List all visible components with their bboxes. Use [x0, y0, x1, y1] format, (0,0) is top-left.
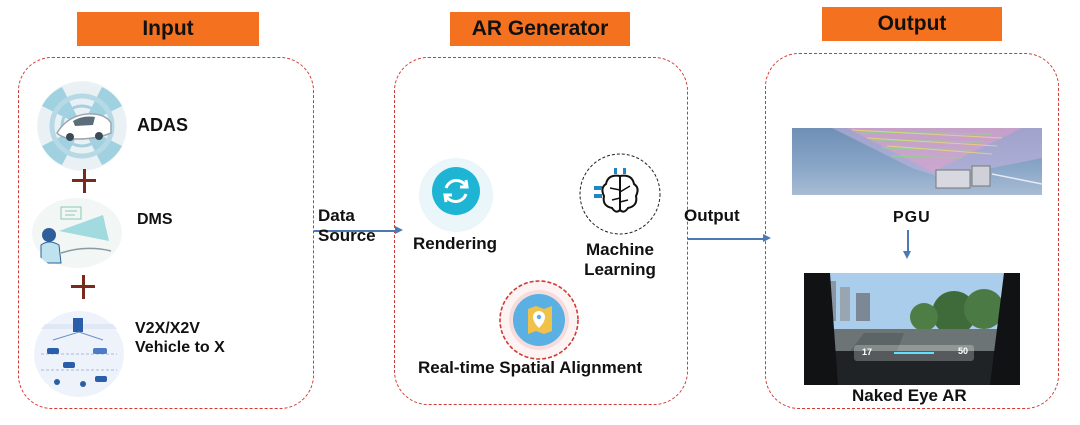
dms-label: DMS: [137, 211, 173, 228]
map-pin-icon: [498, 279, 580, 361]
input-header: Input: [77, 12, 259, 46]
pgu-down-arrow: [904, 230, 910, 259]
v2x-label-line2: Vehicle to X: [135, 339, 225, 357]
data-source-line2: Source: [318, 226, 376, 246]
naked-eye-ar-label: Naked Eye AR: [852, 386, 967, 405]
rendering-label: Rendering: [413, 234, 498, 253]
naked-eye-ar-image: 17 50: [804, 273, 1020, 385]
vehicle-network-icon: [33, 310, 125, 398]
adas-label: ADAS: [137, 115, 189, 135]
hud-speed-left: 17: [862, 347, 873, 357]
pgu-image: [792, 128, 1042, 195]
machine-learning-label: Machine Learning: [580, 240, 660, 281]
data-source-label: Data Source: [318, 206, 376, 247]
output-arrow: [688, 235, 771, 241]
output-header: Output: [822, 7, 1002, 41]
v2x-label: V2X/X2V Vehicle to X: [135, 319, 225, 357]
driver-monitoring-icon: [31, 197, 123, 269]
hud-speed-right: 50: [958, 346, 969, 356]
car-sensor-icon: [37, 81, 127, 171]
plus-sign: [72, 169, 96, 193]
plus-sign: [71, 275, 95, 299]
pgu-label: PGU: [893, 209, 931, 226]
data-source-line1: Data: [318, 206, 355, 225]
v2x-label-line1: V2X/X2V: [135, 320, 200, 337]
data-source-arrow: [314, 227, 403, 233]
ar-generator-header: AR Generator: [450, 12, 630, 46]
refresh-icon: [419, 158, 493, 232]
spatial-alignment-label: Real-time Spatial Alignment: [418, 358, 643, 377]
output-connector-label: Output: [684, 206, 740, 225]
machine-learning-line1: Machine: [585, 240, 655, 259]
machine-learning-line2: Learning: [584, 260, 656, 280]
brain-chip-icon: [578, 152, 662, 236]
